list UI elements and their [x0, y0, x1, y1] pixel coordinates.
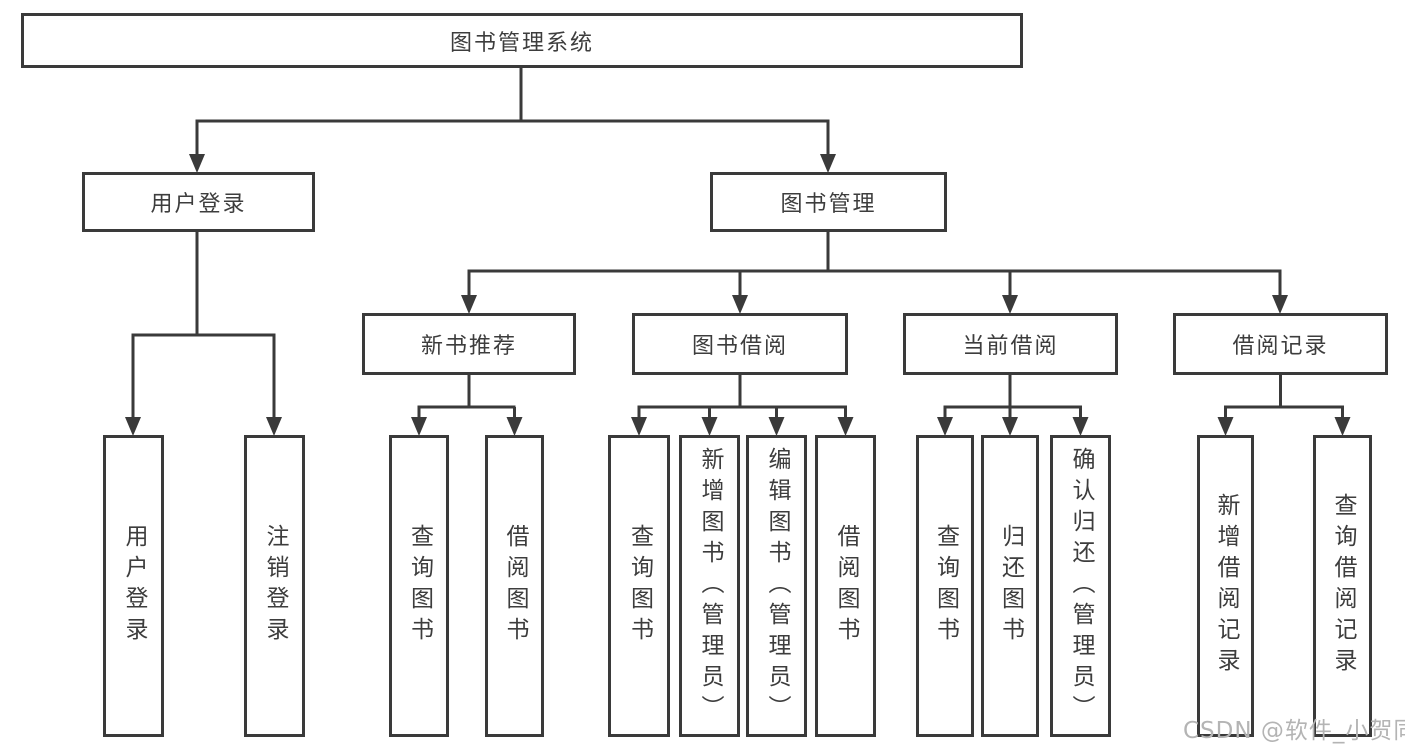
node-user-login: 用户登录 — [82, 172, 315, 232]
leaf-query-borrow-record-label: 查询借阅记录 — [1330, 493, 1356, 679]
leaf-user-login: 用户登录 — [103, 435, 164, 737]
leaf-query-books-borrow-label: 查询图书 — [626, 524, 653, 648]
node-book-management-label: 图书管理 — [780, 192, 877, 217]
node-new-book-recommend-label: 新书推荐 — [420, 334, 517, 359]
leaf-logout-label: 注销登录 — [262, 524, 288, 648]
leaf-query-borrow-record: 查询借阅记录 — [1313, 435, 1372, 737]
node-borrow-record-label: 借阅记录 — [1232, 334, 1329, 359]
watermark: CSDN @软件_小贺同学 — [1183, 718, 1405, 744]
node-book-management: 图书管理 — [710, 172, 947, 232]
node-book-borrow-label: 图书借阅 — [691, 334, 788, 359]
node-new-book-recommend: 新书推荐 — [362, 313, 576, 375]
leaf-borrow-books-label: 借阅图书 — [833, 524, 859, 648]
leaf-user-login-label: 用户登录 — [121, 524, 147, 648]
leaf-edit-books-admin: 编辑图书（管理员） — [746, 435, 807, 737]
leaf-logout: 注销登录 — [244, 435, 305, 737]
arrowhead-icons — [125, 154, 1351, 436]
leaf-add-books-admin-label: 新增图书（管理员） — [697, 446, 723, 726]
leaf-add-books-admin: 新增图书（管理员） — [679, 435, 740, 737]
leaf-add-borrow-record-label: 新增借阅记录 — [1213, 493, 1239, 679]
node-user-login-label: 用户登录 — [150, 192, 247, 217]
leaf-borrow-books-recommend: 借阅图书 — [485, 435, 544, 737]
leaf-edit-books-admin-label: 编辑图书（管理员） — [764, 446, 790, 726]
leaf-confirm-return-admin-label: 确认归还（管理员） — [1068, 446, 1094, 726]
leaf-query-books-recommend-label: 查询图书 — [406, 524, 433, 648]
node-current-borrow: 当前借阅 — [903, 313, 1118, 375]
leaf-query-books-borrow: 查询图书 — [608, 435, 670, 737]
leaf-query-books-recommend: 查询图书 — [389, 435, 449, 737]
node-root-label: 图书管理系统 — [449, 30, 594, 56]
node-current-borrow-label: 当前借阅 — [962, 334, 1059, 359]
leaf-add-borrow-record: 新增借阅记录 — [1197, 435, 1254, 737]
leaf-query-books-current-label: 查询图书 — [932, 524, 959, 648]
leaf-return-books: 归还图书 — [981, 435, 1039, 737]
node-borrow-record: 借阅记录 — [1173, 313, 1388, 375]
node-book-borrow: 图书借阅 — [632, 313, 848, 375]
leaf-return-books-label: 归还图书 — [997, 524, 1024, 648]
leaf-borrow-books: 借阅图书 — [815, 435, 876, 737]
node-root: 图书管理系统 — [21, 13, 1023, 68]
leaf-confirm-return-admin: 确认归还（管理员） — [1050, 435, 1111, 737]
leaf-borrow-books-recommend-label: 借阅图书 — [502, 524, 528, 648]
leaf-query-books-current: 查询图书 — [916, 435, 974, 737]
